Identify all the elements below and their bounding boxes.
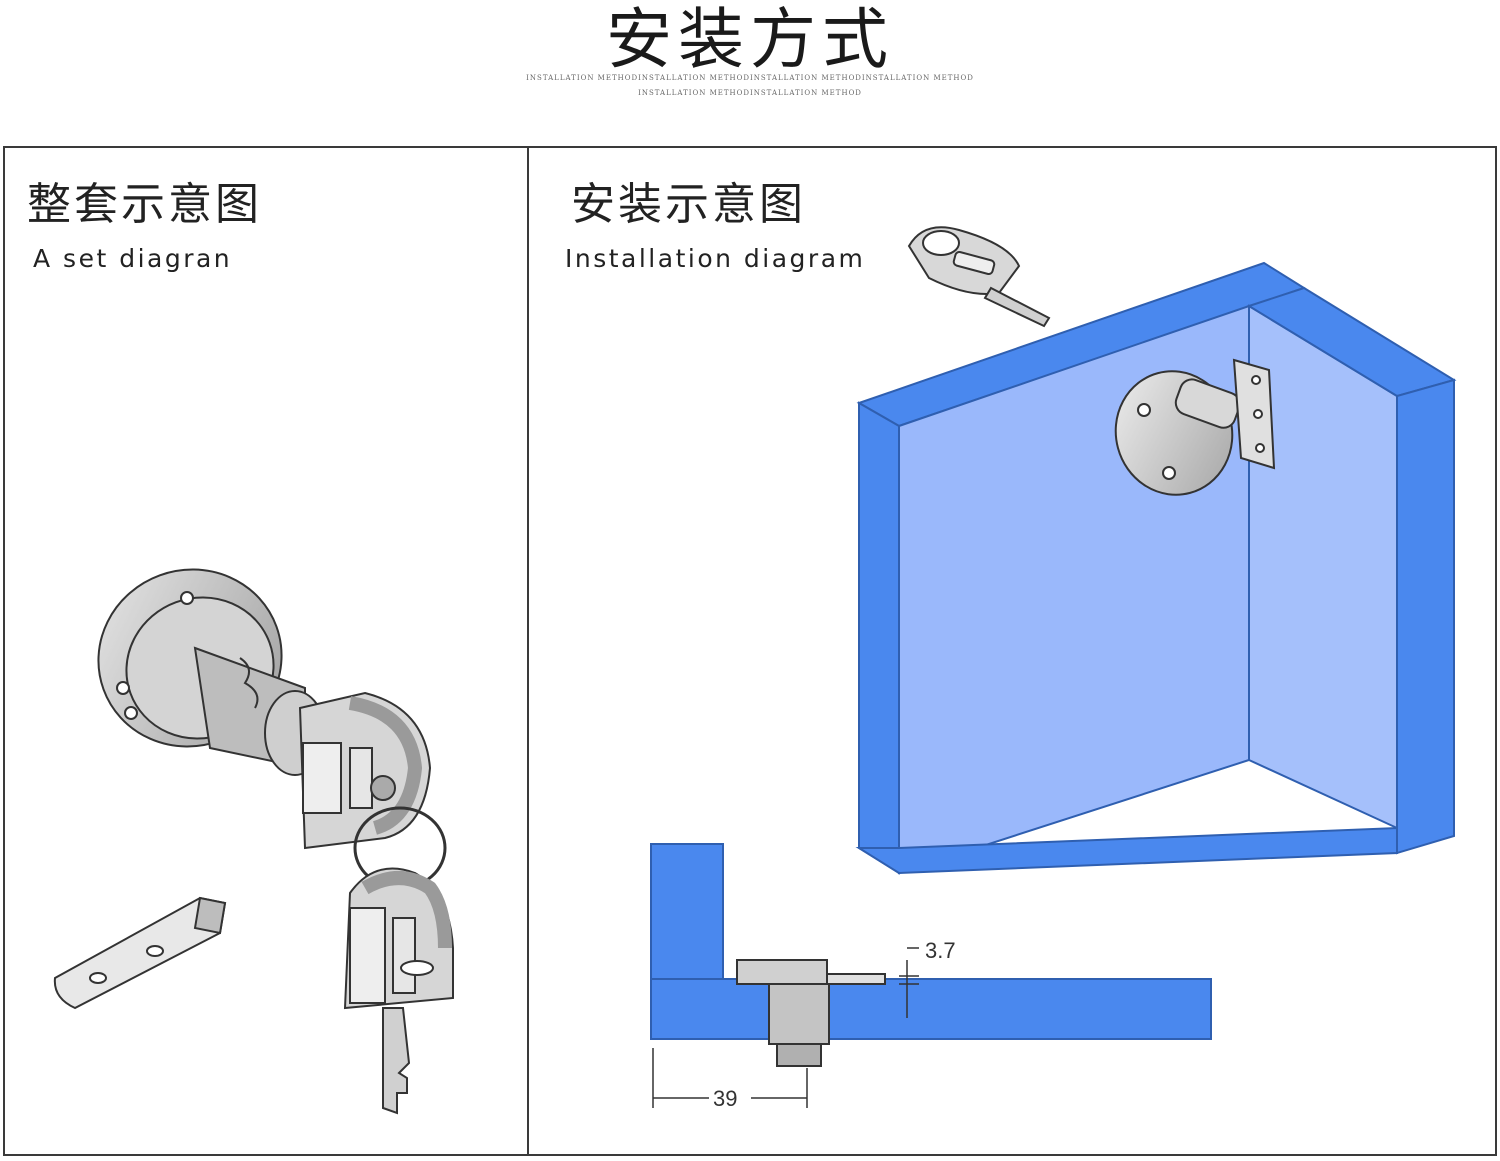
lock-set-illustration xyxy=(53,568,454,1115)
page-title: 安装方式 xyxy=(606,1,894,78)
installation-title-en: Installation diagram xyxy=(565,244,866,273)
cam-lock-icon xyxy=(1114,358,1276,496)
page-subtitle-line1: INSTALLATION METHODINSTALLATION METHODIN… xyxy=(526,74,974,82)
dimension-offset-label: 3.7 xyxy=(925,938,956,963)
page-subtitle-line2: INSTALLATION METHODINSTALLATION METHOD xyxy=(638,89,862,97)
strike-plate-icon xyxy=(53,896,227,1010)
key-icon xyxy=(343,867,454,1115)
installation-title-cn: 安装示意图 xyxy=(571,179,806,230)
key-icon xyxy=(907,226,1051,328)
section-drawing xyxy=(650,843,1212,1067)
set-diagram-panel: 整套示意图 A set diagran xyxy=(3,146,530,1156)
cabinet-icon xyxy=(855,261,1457,875)
set-diagram-title-en: A set diagran xyxy=(33,244,233,273)
installation-diagram-panel: 安装示意图 Installation diagram xyxy=(527,146,1497,1156)
set-diagram-title-cn: 整套示意图 xyxy=(27,179,262,230)
installation-illustration: 3.7 39 xyxy=(650,226,1457,1111)
dimension-depth-label: 39 xyxy=(713,1086,737,1111)
dimension-lines xyxy=(652,947,919,1108)
cam-lock-icon xyxy=(97,568,326,776)
